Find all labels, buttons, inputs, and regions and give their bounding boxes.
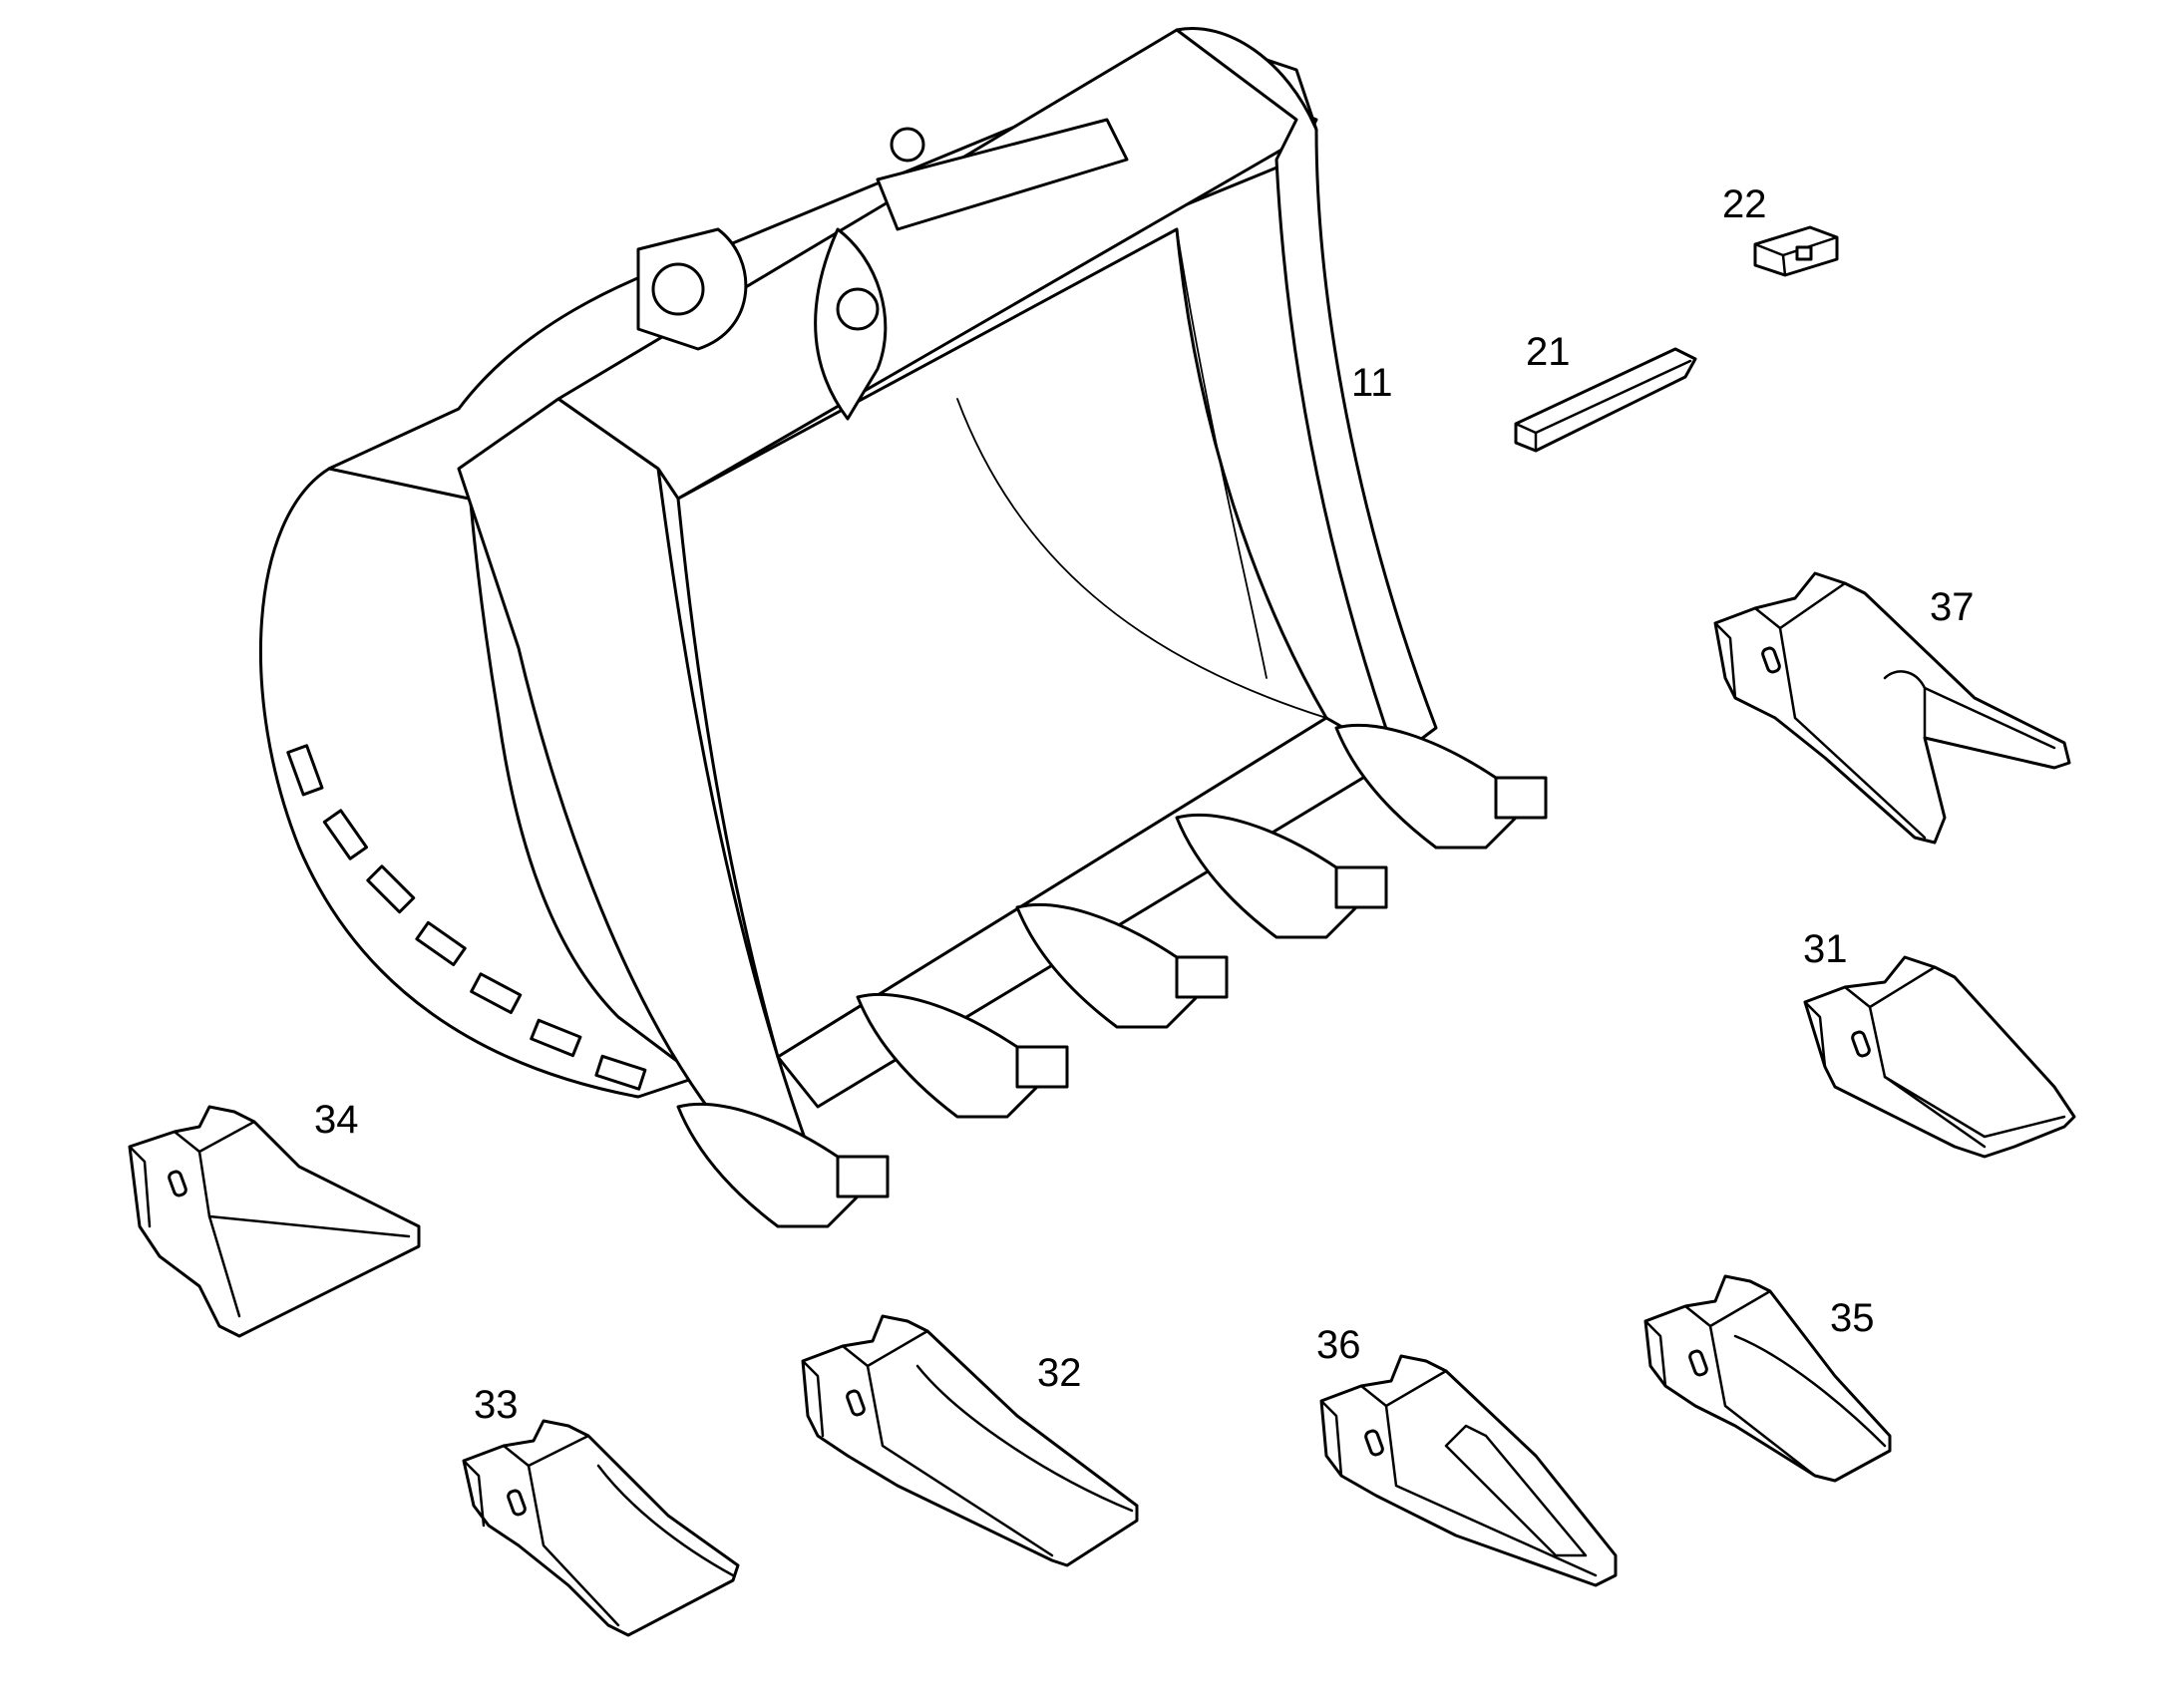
- bucket-interior-curve: [956, 398, 1327, 719]
- callout-label-22: 22: [1722, 182, 1767, 226]
- lock-block-part-22: [1753, 225, 1839, 277]
- tooth-part-33: [462, 1419, 740, 1637]
- tooth-part-36: [1319, 1354, 1618, 1587]
- callout-label-37: 37: [1930, 585, 1975, 629]
- tooth-part-32: [801, 1314, 1139, 1567]
- callout-label-34: 34: [314, 1098, 359, 1142]
- callout-label-35: 35: [1830, 1296, 1875, 1340]
- callout-label-33: 33: [474, 1383, 519, 1427]
- bucket-lift-eye: [890, 127, 925, 163]
- bucket-mounted-teeth: [676, 724, 1548, 1228]
- bucket-cross-shaft: [876, 118, 1129, 231]
- tooth-part-35: [1643, 1274, 1892, 1483]
- callout-label-36: 36: [1316, 1323, 1361, 1367]
- callout-label-31: 31: [1803, 927, 1848, 971]
- callout-label-21: 21: [1526, 330, 1571, 374]
- tooth-part-31: [1803, 955, 2076, 1159]
- tooth-part-34: [128, 1105, 421, 1338]
- bucket-right-side-plate: [1175, 27, 1438, 760]
- bucket-wear-strips: [286, 744, 647, 1091]
- tooth-part-37: [1713, 571, 2071, 845]
- bucket-back-shell: [258, 407, 700, 1099]
- bucket-part-11: [258, 27, 1548, 1228]
- callout-label-32: 32: [1037, 1351, 1082, 1395]
- bucket-interior-crease: [1176, 228, 1268, 679]
- callout-label-11: 11: [1351, 361, 1393, 405]
- bucket-pin-hole-left: [651, 262, 705, 316]
- pin-bar-part-21: [1514, 347, 1697, 453]
- bucket-pin-hole-right: [836, 287, 880, 331]
